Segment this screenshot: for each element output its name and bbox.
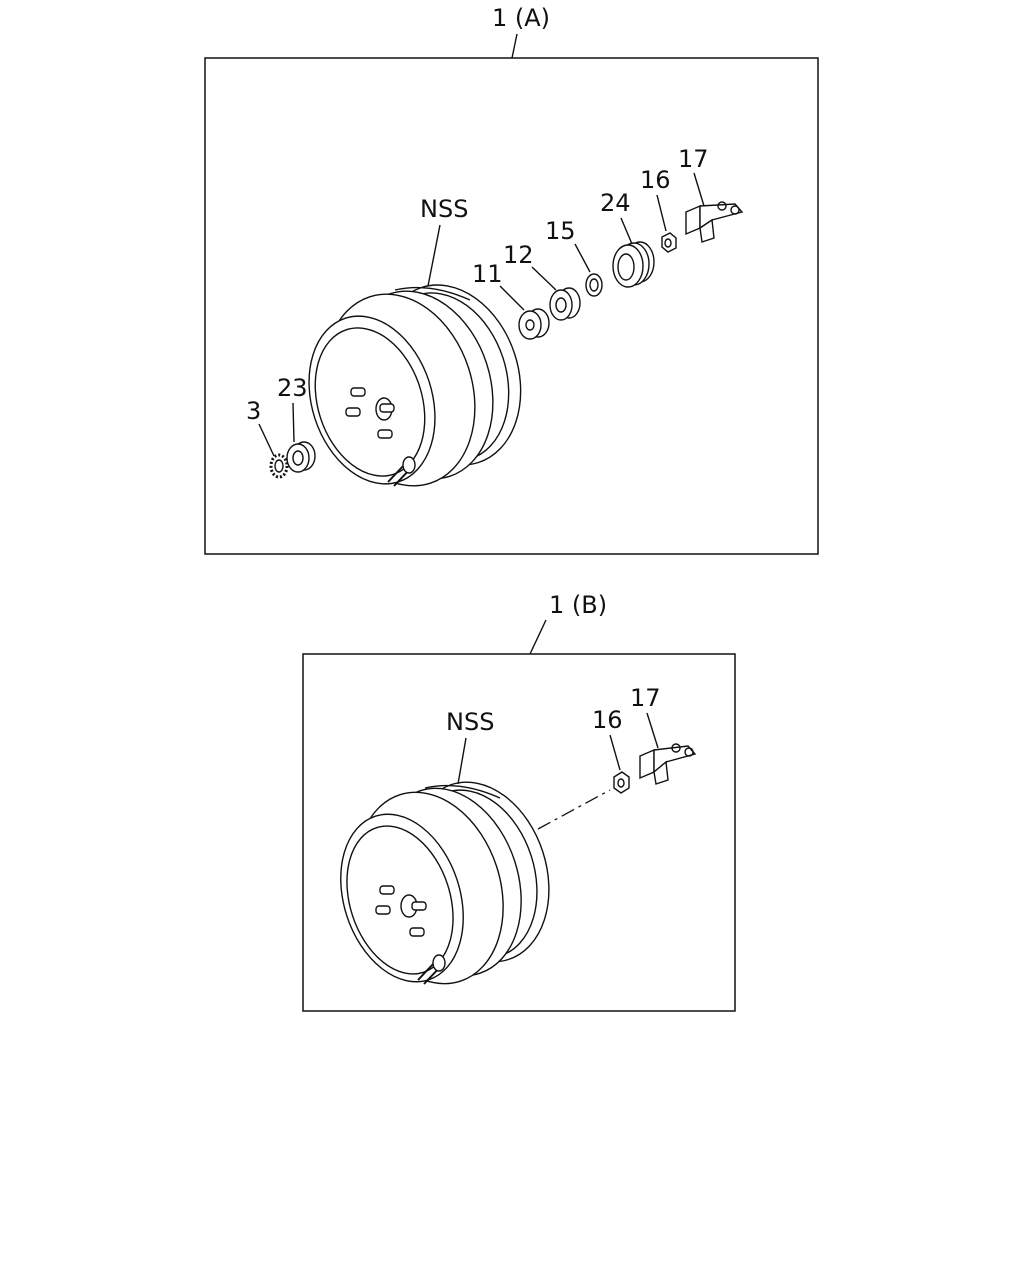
label-part-16: 16: [640, 166, 671, 194]
leader-part-23: [292, 402, 295, 443]
label-nss-a: NSS: [420, 195, 468, 223]
panel-a-title-leader: [511, 33, 518, 59]
part-11: [518, 308, 550, 340]
label-part-23: 23: [277, 374, 308, 402]
centerline-b: [537, 789, 611, 830]
label-part-24: 24: [600, 189, 631, 217]
leader-nss-b: [457, 737, 467, 785]
panel-a-title: 1 (A): [492, 4, 550, 32]
panel-b-frame: [302, 653, 736, 1012]
part-17-clevis: [685, 201, 744, 243]
part-15-washer: [585, 273, 603, 297]
part-16-nut: [661, 232, 677, 253]
leader-part-15: [574, 243, 591, 273]
label-part-3: 3: [246, 397, 261, 425]
leader-nss-a: [427, 224, 441, 287]
leader-part-17-b: [646, 712, 659, 749]
panel-b-title: 1 (B): [549, 591, 607, 619]
panel-b: 1 (B): [302, 591, 736, 1012]
leader-part-16: [656, 194, 667, 232]
brake-booster-b: [340, 781, 550, 985]
part-24-boot: [612, 241, 655, 288]
label-part-12: 12: [503, 241, 534, 269]
leader-part-11: [499, 285, 525, 311]
part-17-clevis-b: [639, 743, 697, 785]
part-23-seal: [286, 441, 316, 473]
panel-a: 1 (A): [204, 4, 819, 555]
part-3-lock-washer: [269, 453, 289, 479]
leader-part-17: [693, 172, 705, 207]
label-part-17: 17: [678, 145, 709, 173]
brake-booster-a: [308, 284, 522, 487]
label-part-15: 15: [545, 217, 576, 245]
leader-part-3: [258, 423, 275, 457]
leader-part-12: [531, 266, 557, 291]
label-part-11: 11: [472, 260, 503, 288]
leader-part-24: [620, 217, 633, 245]
leader-part-16-b: [609, 734, 621, 771]
part-12: [549, 287, 581, 321]
part-16-nut-b: [613, 771, 630, 794]
label-part-17-b: 17: [630, 684, 661, 712]
label-nss-b: NSS: [446, 708, 494, 736]
panel-b-title-leader: [529, 619, 547, 655]
label-part-16-b: 16: [592, 706, 623, 734]
panel-a-frame: [204, 57, 819, 555]
